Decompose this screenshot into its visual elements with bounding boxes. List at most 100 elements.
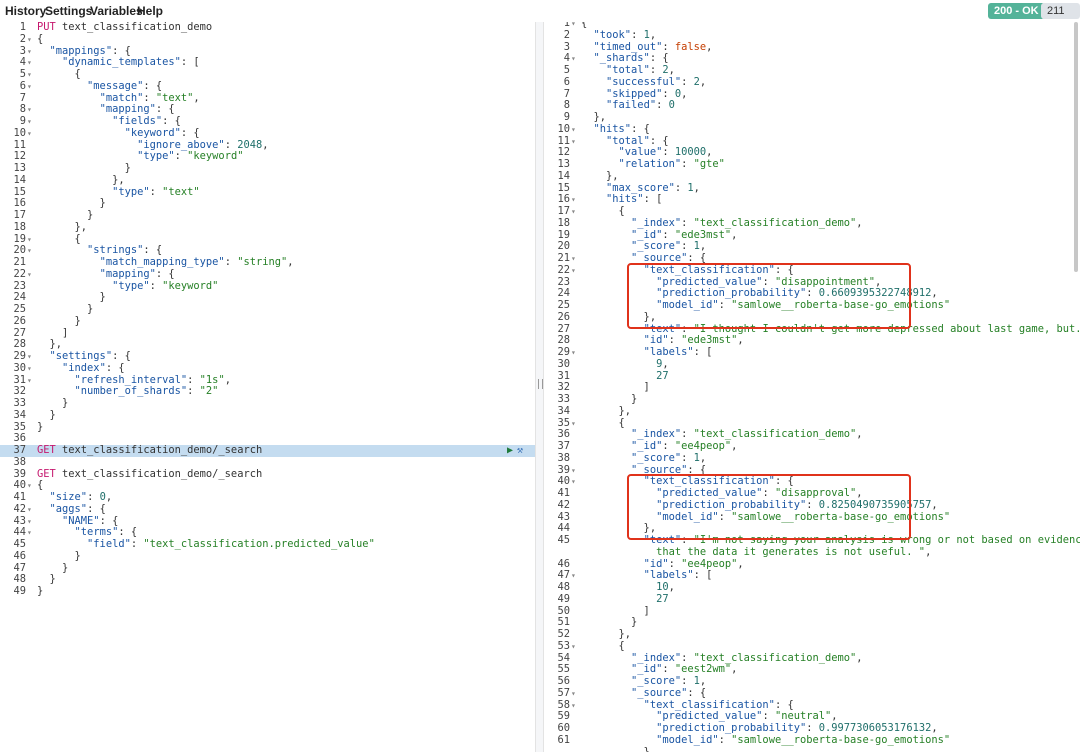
code-text: { — [37, 233, 81, 246]
code-line: 32 ] — [544, 381, 1080, 394]
line-number: 15 — [13, 185, 26, 198]
code-token: , — [287, 256, 294, 268]
line-number: 34 — [557, 404, 570, 417]
fold-chevron-icon[interactable]: ▾ — [571, 124, 576, 134]
fold-chevron-icon[interactable]: ▾ — [571, 688, 576, 698]
menu-variables[interactable]: Variables — [90, 4, 143, 18]
code-token: : — [762, 487, 775, 499]
fold-chevron-icon[interactable]: ▾ — [571, 54, 576, 64]
code-token — [581, 88, 606, 100]
line-number: 8 — [563, 99, 570, 112]
fold-chevron-icon[interactable]: ▾ — [571, 195, 576, 205]
fold-chevron-icon[interactable]: ▾ — [27, 70, 32, 79]
fold-chevron-icon[interactable]: ▾ — [571, 207, 576, 216]
pane-resizer[interactable] — [535, 22, 544, 752]
response-viewer: 1▾{2 "took": 1,3 "timed_out": false,4▾ "… — [544, 22, 1080, 752]
menu-settings[interactable]: Settings — [45, 4, 93, 18]
fold-chevron-icon[interactable]: ▾ — [27, 352, 32, 361]
fold-chevron-icon[interactable]: ▾ — [571, 700, 576, 710]
run-request-icon[interactable]: ▶ — [506, 445, 513, 456]
code-line: 19▾ { — [0, 232, 535, 246]
code-token — [37, 491, 50, 503]
line-number: 40 — [557, 475, 570, 488]
fold-chevron-icon[interactable]: ▾ — [27, 528, 32, 538]
code-token — [581, 123, 594, 135]
code-text: "_score": 1, — [581, 675, 706, 688]
fold-chevron-icon[interactable]: ▾ — [27, 504, 32, 514]
fold-chevron-icon[interactable]: ▾ — [27, 481, 32, 491]
fold-chevron-icon[interactable]: ▾ — [27, 117, 32, 126]
code-token: "message" — [87, 79, 144, 92]
code-token: , — [699, 240, 707, 253]
fold-chevron-icon[interactable]: ▾ — [27, 46, 32, 56]
code-line: 42 "prediction_probability": 0.825049073… — [544, 498, 1080, 512]
line-number: 24 — [13, 291, 26, 304]
line-number: 24 — [557, 287, 570, 300]
code-token — [37, 538, 87, 550]
fold-chevron-icon[interactable]: ▾ — [27, 105, 32, 115]
code-text: "max_score": 1, — [581, 182, 700, 195]
code-text: "timed_out": false, — [581, 41, 713, 54]
fold-chevron-icon[interactable]: ▾ — [27, 58, 32, 68]
fold-chevron-icon[interactable]: ▾ — [27, 246, 32, 256]
code-token: , — [105, 491, 113, 503]
line-number: 19 — [13, 232, 26, 245]
code-token: , — [262, 138, 269, 151]
fold-chevron-icon[interactable]: ▾ — [571, 641, 576, 651]
code-token: "prediction_probability" — [656, 722, 807, 734]
code-token: , — [662, 357, 669, 370]
code-token: : — [681, 75, 694, 88]
fold-chevron-icon[interactable]: ▾ — [27, 34, 32, 44]
line-number: 17 — [557, 205, 570, 217]
response-scrollbar[interactable] — [1074, 22, 1078, 272]
code-token: "keyword" — [124, 126, 181, 139]
fold-chevron-icon[interactable]: ▾ — [27, 234, 32, 244]
fold-chevron-icon[interactable]: ▾ — [571, 571, 576, 581]
line-number: 13 — [13, 162, 26, 174]
code-token: : — [668, 334, 682, 347]
fold-chevron-icon[interactable]: ▾ — [571, 418, 576, 428]
fold-chevron-icon[interactable]: ▾ — [571, 265, 576, 275]
code-text: } — [37, 550, 81, 563]
resize-handle-icon[interactable] — [538, 379, 543, 389]
code-line: 23 "type": "keyword" — [0, 280, 535, 293]
code-line: 44 }, — [544, 522, 1080, 535]
code-text: { — [37, 33, 43, 46]
fold-chevron-icon[interactable]: ▾ — [27, 128, 32, 138]
code-line: 11▾ "total": { — [544, 135, 1080, 148]
fold-chevron-icon[interactable]: ▾ — [571, 465, 576, 475]
fold-chevron-icon[interactable]: ▾ — [571, 348, 576, 357]
menu-help[interactable]: Help — [137, 4, 164, 18]
code-token: "prediction_probability" — [656, 498, 807, 511]
line-number: 12 — [13, 150, 26, 163]
code-token: 10 — [656, 581, 669, 593]
menu-history[interactable]: History — [5, 4, 47, 18]
code-line: 54 "_index": "text_classification_demo", — [544, 652, 1080, 665]
fold-chevron-icon[interactable]: ▾ — [27, 375, 32, 385]
code-line: 18 }, — [0, 221, 535, 234]
fold-chevron-icon[interactable]: ▾ — [27, 81, 32, 91]
code-token — [37, 362, 62, 374]
fold-chevron-icon[interactable]: ▾ — [571, 22, 576, 28]
code-text: "_score": 1, — [581, 452, 706, 465]
fold-chevron-icon[interactable]: ▾ — [27, 363, 32, 373]
code-text: "field": "text_classification.predicted_… — [37, 538, 375, 551]
code-token: "id" — [643, 557, 669, 570]
code-token — [37, 515, 62, 527]
wrench-icon[interactable]: ⚒ — [516, 445, 523, 456]
line-number: 52 — [557, 628, 570, 640]
code-text: } — [581, 746, 650, 752]
fold-chevron-icon[interactable]: ▾ — [27, 516, 32, 526]
code-token — [37, 244, 87, 256]
line-number: 42 — [557, 498, 570, 511]
code-line: 6▾ "message": { — [0, 79, 535, 93]
fold-chevron-icon[interactable]: ▾ — [571, 136, 576, 146]
fold-chevron-icon[interactable]: ▾ — [27, 269, 32, 279]
code-token: "settings" — [49, 350, 113, 362]
fold-chevron-icon[interactable]: ▾ — [571, 477, 576, 487]
fold-chevron-icon[interactable]: ▾ — [571, 254, 576, 263]
code-text: "hits": [ — [581, 193, 662, 206]
code-token: : — [649, 64, 663, 76]
